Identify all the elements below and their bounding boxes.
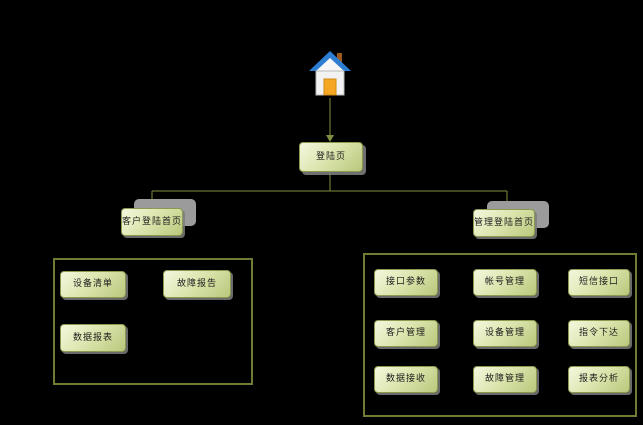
node-fault-report-label: 故障报告	[176, 278, 217, 289]
node-login-page-label: 登陆页	[315, 151, 346, 162]
node-report-analysis-label: 报表分析	[578, 374, 619, 384]
node-customer-mgmt[interactable]: 客户管理	[374, 320, 438, 347]
home-chimney	[337, 53, 342, 66]
customer-pages-group	[53, 258, 253, 385]
node-interface-params-label: 接口参数	[385, 277, 426, 287]
node-command-dispatch-label: 指令下达	[578, 328, 619, 338]
node-interface-params[interactable]: 接口参数	[374, 269, 438, 296]
node-sms-interface-label: 短信接口	[578, 277, 619, 287]
node-report-analysis[interactable]: 报表分析	[568, 366, 630, 393]
node-device-mgmt[interactable]: 设备管理	[473, 320, 537, 347]
node-data-receive[interactable]: 数据接收	[374, 366, 438, 393]
node-data-receive-label: 数据接收	[385, 374, 426, 384]
node-login-page[interactable]: 登陆页	[299, 142, 363, 172]
home-door	[323, 78, 337, 96]
node-fault-mgmt[interactable]: 故障管理	[473, 366, 537, 393]
arrowhead-login	[326, 135, 334, 142]
node-account-mgmt-label: 帐号管理	[484, 277, 525, 287]
node-fault-report[interactable]: 故障报告	[163, 270, 231, 298]
node-data-report-label: 数据报表	[72, 332, 113, 343]
node-customer-home[interactable]: 客户登陆首页	[121, 208, 183, 236]
node-device-list[interactable]: 设备清单	[60, 271, 126, 298]
node-sms-interface[interactable]: 短信接口	[568, 269, 630, 296]
node-customer-mgmt-label: 客户管理	[385, 328, 426, 338]
home-icon	[309, 51, 351, 96]
node-customer-home-label: 客户登陆首页	[122, 216, 183, 227]
node-device-mgmt-label: 设备管理	[484, 328, 525, 338]
node-device-list-label: 设备清单	[72, 279, 113, 289]
home-roof-inner	[316, 58, 344, 71]
node-account-mgmt[interactable]: 帐号管理	[473, 269, 537, 296]
node-data-report[interactable]: 数据报表	[60, 324, 126, 352]
admin-pages-group	[363, 253, 637, 417]
node-admin-home-label: 管理登陆首页	[474, 217, 535, 228]
node-admin-home[interactable]: 管理登陆首页	[473, 209, 535, 237]
node-command-dispatch[interactable]: 指令下达	[568, 320, 630, 347]
node-fault-mgmt-label: 故障管理	[484, 374, 525, 384]
